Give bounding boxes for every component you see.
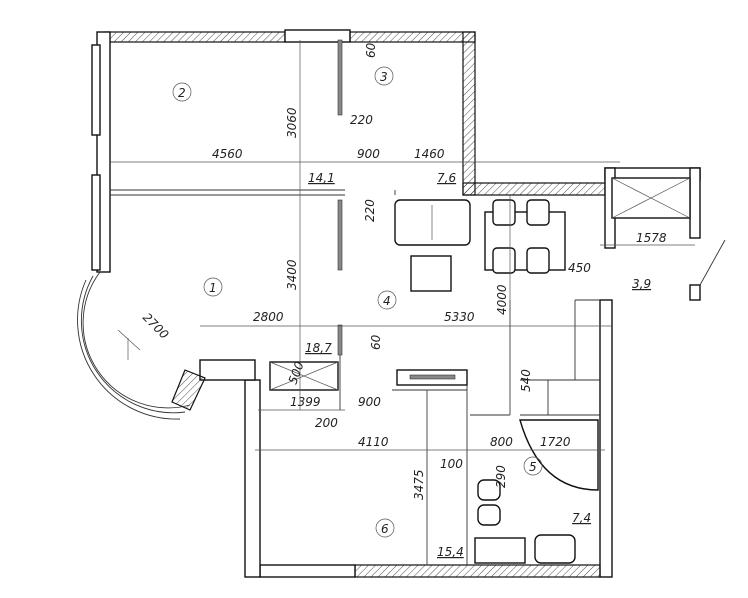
room-1-area: 18,7 <box>305 341 332 355</box>
dim-200: 200 <box>315 416 338 430</box>
dim-2800: 2800 <box>253 310 284 324</box>
dim-60-mid: 60 <box>369 334 383 350</box>
dim-4000: 4000 <box>495 284 509 315</box>
room-4-area: 3,9 <box>632 277 651 291</box>
dim-1399: 1399 <box>290 395 321 409</box>
interior-walls <box>110 39 726 565</box>
room-5-area: 7,4 <box>572 511 591 525</box>
room-2-number: 2 <box>178 86 186 100</box>
dim-2700: 2700 <box>140 310 172 342</box>
dimension-labels: 4560 900 1460 3060 220 220 60 60 3400 27… <box>140 42 667 500</box>
dim-3475: 3475 <box>412 469 426 500</box>
room-5-number: 5 <box>529 460 537 474</box>
coffee-table-icon <box>410 255 452 292</box>
bathtub-icon <box>519 419 599 491</box>
dim-220-top: 220 <box>350 113 373 127</box>
bay-window <box>77 271 191 420</box>
room-2-area: 14,1 <box>308 171 335 185</box>
dim-4110: 4110 <box>358 435 389 449</box>
dim-540: 540 <box>519 369 533 392</box>
dim-1460: 1460 <box>414 147 445 161</box>
room-4-number: 4 <box>383 294 391 308</box>
room-3-number: 3 <box>380 70 388 84</box>
dim-900-bottom: 900 <box>358 395 381 409</box>
room-6-number: 6 <box>381 522 389 536</box>
dim-60-top: 60 <box>364 42 378 58</box>
sink-icon <box>534 534 576 564</box>
dimension-lines <box>110 40 695 565</box>
dim-800: 800 <box>490 435 513 449</box>
dim-3060: 3060 <box>285 107 299 138</box>
walls <box>91 29 701 578</box>
dim-4560: 4560 <box>212 147 243 161</box>
room-1-number: 1 <box>209 281 217 295</box>
dim-1578: 1578 <box>636 231 667 245</box>
bidet-icon <box>477 504 501 526</box>
dim-5330: 5330 <box>444 310 475 324</box>
room-markers: 1 2 3 4 5 6 18,7 14,1 7,6 3,9 7,4 15,4 <box>172 66 651 559</box>
dim-100: 100 <box>440 457 463 471</box>
dim-900-top: 900 <box>357 147 380 161</box>
dim-290: 290 <box>494 465 508 488</box>
room-6-area: 15,4 <box>437 545 464 559</box>
dim-1720: 1720 <box>540 435 571 449</box>
sofa-icon <box>394 199 471 246</box>
dim-450: 450 <box>568 261 591 275</box>
room-3-area: 7,6 <box>437 171 456 185</box>
toilet-icon <box>477 479 501 501</box>
furniture <box>394 199 599 564</box>
dim-220-bottom: 220 <box>363 199 377 222</box>
dim-3400: 3400 <box>285 259 299 290</box>
